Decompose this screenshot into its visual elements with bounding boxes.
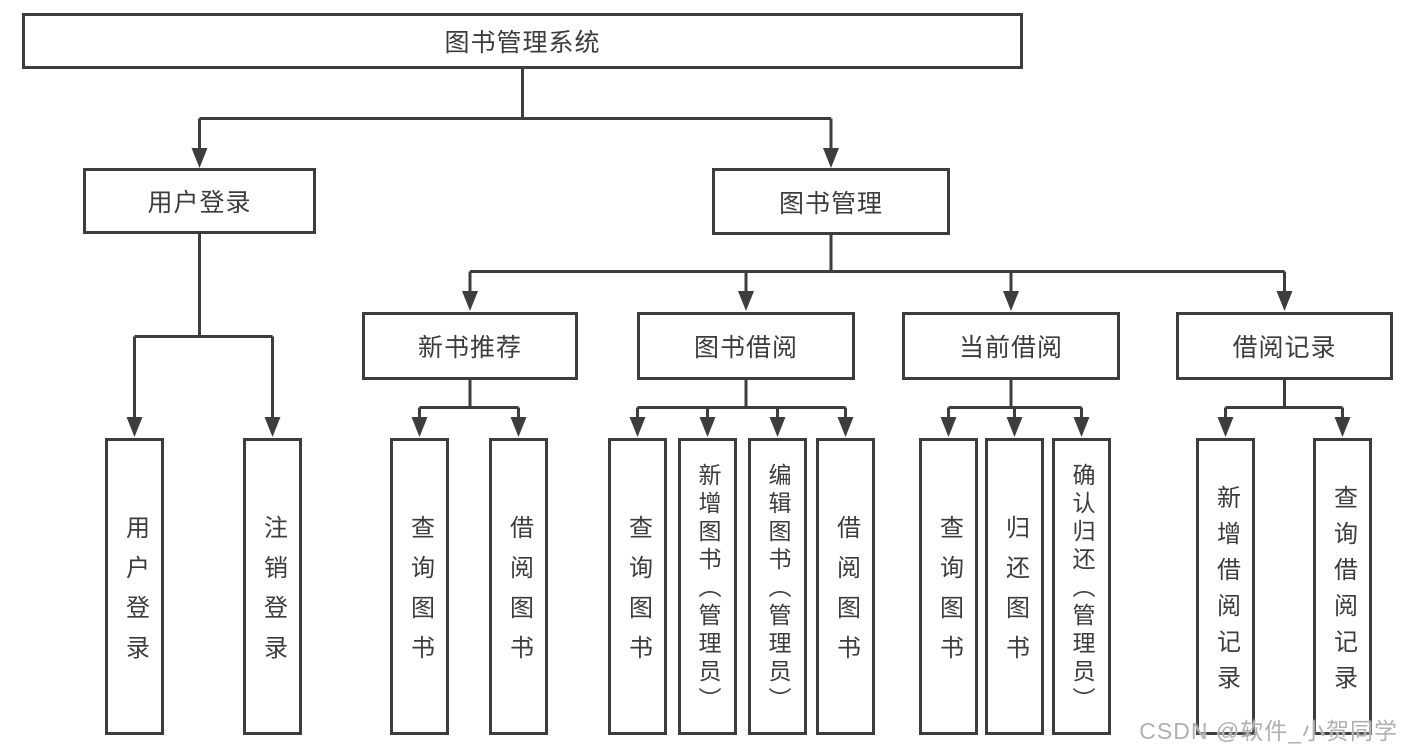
node-new-book-recommend: 新书推荐 [362, 312, 578, 380]
arrowhead [629, 417, 646, 437]
node-library-management-system: 图书管理系统 [22, 13, 1023, 69]
arrowhead [126, 417, 143, 437]
arrowhead [264, 417, 281, 437]
leaf-add-borrow-record: 新增借阅记录 [1196, 438, 1255, 735]
connector-current-borrow-children [947, 380, 1083, 419]
arrowhead [837, 417, 854, 437]
connector-user-login-children [133, 234, 274, 418]
arrowhead [1003, 291, 1019, 311]
arrowhead [823, 148, 839, 168]
leaf-user-login: 用户登录 [105, 438, 164, 735]
arrowhead [1334, 417, 1351, 437]
connector-new-book-children [418, 380, 520, 419]
connector-root-level2 [198, 69, 833, 150]
leaf-borrow-books: 借阅图书 [816, 438, 875, 735]
arrowhead [940, 417, 957, 437]
arrowhead [462, 291, 478, 311]
node-user-login: 用户登录 [83, 168, 316, 234]
leaf-query-books: 查询图书 [608, 438, 667, 735]
csdn-watermark: CSDN @软件_小贺同学 [1139, 718, 1398, 744]
connector-book-borrow-children [636, 380, 847, 419]
leaf-return-books: 归还图书 [985, 438, 1044, 735]
arrowhead [769, 417, 786, 437]
leaf-logout-login: 注销登录 [243, 438, 302, 735]
arrowhead [510, 417, 527, 437]
leaf-borrow-books: 借阅图书 [489, 438, 548, 735]
leaf-add-books-admin: 新增图书（管理员） [678, 438, 737, 735]
node-borrow-records: 借阅记录 [1176, 312, 1393, 380]
arrowhead [699, 417, 716, 437]
arrowhead [1006, 417, 1023, 437]
leaf-query-borrow-record: 查询借阅记录 [1313, 438, 1372, 735]
node-book-borrow: 图书借阅 [637, 312, 855, 380]
arrowhead [738, 291, 754, 311]
arrowhead [1276, 291, 1293, 311]
leaf-confirm-return-admin: 确认归还（管理员） [1052, 438, 1111, 735]
node-current-borrow: 当前借阅 [902, 312, 1120, 380]
node-book-management: 图书管理 [712, 168, 950, 235]
connector-book-management-children [468, 235, 1286, 293]
arrowhead [1217, 417, 1234, 437]
arrowhead [1073, 417, 1090, 437]
connector-borrow-records-children [1224, 380, 1344, 419]
leaf-query-books: 查询图书 [919, 438, 978, 735]
arrowhead [411, 417, 428, 437]
leaf-edit-books-admin: 编辑图书（管理员） [748, 438, 807, 735]
arrowhead [191, 148, 208, 168]
leaf-query-books: 查询图书 [390, 438, 449, 735]
